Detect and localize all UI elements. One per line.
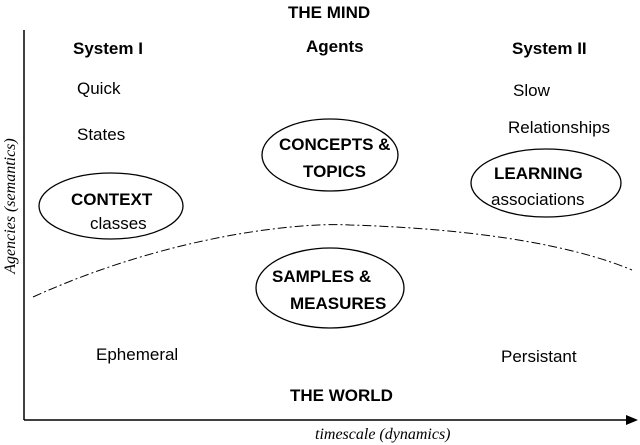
context-subtitle: classes: [90, 214, 147, 233]
concepts-line-2: TOPICS: [303, 162, 366, 181]
y-axis-label: Agencies (semantics): [2, 138, 19, 274]
learning-subtitle: associations: [491, 190, 585, 209]
bottom-title: THE WORLD: [290, 386, 393, 405]
attribute-relationships: Relationships: [508, 118, 611, 137]
column-header-system-2: System II: [512, 39, 587, 58]
learning-oval: [470, 148, 622, 218]
samples-line-2: MEASURES: [290, 294, 387, 313]
samples-line-1: SAMPLES &: [272, 267, 372, 286]
top-title: THE MIND: [288, 3, 371, 22]
x-axis-label: timescale (dynamics): [315, 426, 451, 443]
attribute-states: States: [77, 125, 126, 144]
column-header-system-1: System I: [73, 39, 143, 58]
attribute-slow: Slow: [513, 81, 550, 100]
concepts-line-1: CONCEPTS &: [279, 135, 391, 154]
learning-title: LEARNING: [494, 164, 583, 183]
label-persistant: Persistant: [501, 347, 577, 366]
attribute-quick: Quick: [77, 79, 121, 98]
concepts-oval: [261, 118, 399, 192]
context-oval: [38, 172, 184, 240]
column-header-agents: Agents: [306, 37, 364, 56]
mind-world-boundary-curve: [32, 224, 633, 298]
context-title: CONTEXT: [71, 190, 153, 209]
label-ephemeral: Ephemeral: [96, 345, 179, 364]
x-axis-arrowhead: [626, 415, 638, 425]
samples-oval: [255, 247, 405, 329]
